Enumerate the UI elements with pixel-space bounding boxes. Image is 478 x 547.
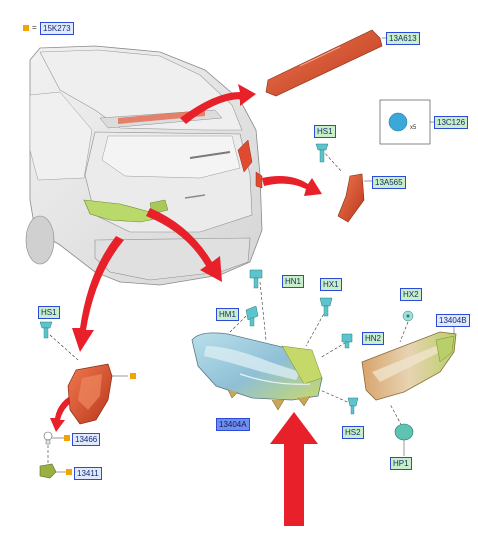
- label-hx1: HX1: [320, 278, 342, 291]
- socket-13411: [39, 463, 66, 479]
- big-up-arrow: [270, 412, 318, 526]
- high-mount-stop-lamp: [265, 29, 386, 97]
- rear-reflector-lamp: [67, 363, 128, 425]
- screw-hn1: [249, 269, 263, 289]
- label-13A565: 13A565: [372, 176, 406, 189]
- screw-hs2: [347, 397, 359, 415]
- screw-hs1-top: [315, 143, 343, 173]
- direction-arrows: [50, 84, 322, 526]
- label-hs1-left: HS1: [38, 306, 60, 319]
- socket-swatch: [66, 469, 72, 475]
- screw-hs1-left: [39, 321, 53, 339]
- arrow-to-13404A: [146, 208, 222, 282]
- fastener-leaders: [47, 281, 409, 464]
- tail-lamp-13404B: [361, 322, 457, 401]
- arrow-to-13466: [50, 392, 80, 432]
- bulb-13466: [43, 431, 64, 445]
- side-reflector-13A565: [337, 173, 372, 223]
- label-hm1: HM1: [216, 308, 239, 321]
- legend-swatch: [23, 25, 29, 31]
- label-hn1: HN1: [282, 275, 305, 288]
- label-hn2: HN2: [362, 332, 385, 345]
- label-13404B: 13404B: [436, 314, 470, 327]
- cap-hp1: [394, 423, 414, 456]
- bulb-swatch: [64, 435, 70, 441]
- screw-hm1: [245, 305, 259, 327]
- screw-hx1: [319, 297, 333, 317]
- label-13C126: 13C126: [434, 116, 469, 129]
- label-hp1: HP1: [390, 457, 412, 470]
- clip-count: x5: [410, 125, 417, 131]
- label-hs1-top: HS1: [314, 125, 336, 138]
- arrow-to-13A565: [262, 176, 322, 196]
- arrow-to-reflector: [72, 236, 124, 352]
- label-13466: 13466: [72, 433, 101, 446]
- legend-code-label: 15K273: [40, 22, 74, 35]
- tail-lamp-13404A: [191, 332, 323, 411]
- nut-hx2: [402, 310, 414, 322]
- label-13A613: 13A613: [386, 32, 420, 45]
- legend-equals: =: [32, 23, 37, 32]
- arrow-to-13A613: [180, 84, 256, 124]
- label-13404A: 13404A: [216, 418, 250, 431]
- screw-hn2: [341, 333, 353, 349]
- label-hx2: HX2: [400, 288, 422, 301]
- reflector-swatch: [130, 373, 136, 379]
- vehicle-rear-view: [25, 45, 263, 286]
- clip-kit-box: [379, 99, 434, 145]
- label-13411: 13411: [74, 467, 102, 480]
- label-hs2: HS2: [342, 426, 364, 439]
